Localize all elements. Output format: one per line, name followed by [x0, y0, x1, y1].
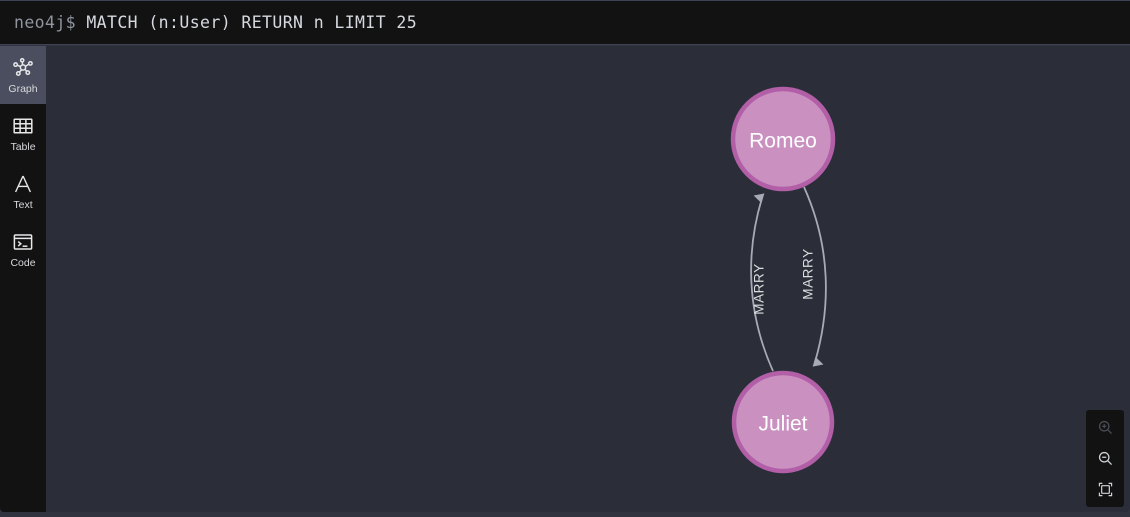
sidebar-item-text[interactable]: Text — [0, 162, 46, 220]
sidebar-item-code[interactable]: Code — [0, 220, 46, 278]
text-icon — [11, 172, 35, 196]
fit-to-screen-button[interactable] — [1086, 474, 1124, 505]
code-icon — [11, 230, 35, 254]
sidebar-item-text-label: Text — [13, 198, 33, 211]
fit-to-screen-icon — [1097, 481, 1114, 498]
relationship-marry-juliet-to-romeo[interactable]: MARRY — [750, 193, 774, 372]
zoom-out-icon — [1097, 450, 1114, 467]
sidebar-item-code-label: Code — [10, 256, 36, 269]
relationship-line — [750, 193, 774, 372]
relationship-label: MARRY — [801, 248, 816, 300]
sidebar-item-table[interactable]: Table — [0, 104, 46, 162]
node-circle — [731, 370, 835, 474]
graph-node-juliet[interactable]: Juliet — [731, 370, 835, 474]
graph-icon — [11, 56, 35, 80]
query-bar[interactable]: neo4j$ MATCH (n:User) RETURN n LIMIT 25 — [0, 0, 1130, 45]
relationship-marry-romeo-to-juliet[interactable]: MARRY — [801, 186, 827, 367]
view-mode-sidebar: Graph Table Te — [0, 46, 46, 512]
sidebar-item-graph[interactable]: Graph — [0, 46, 46, 104]
zoom-out-button[interactable] — [1086, 443, 1124, 474]
graph-node-romeo[interactable]: Romeo — [730, 86, 836, 192]
relationship-line — [803, 186, 827, 367]
query-statement: MATCH (n:User) RETURN n LIMIT 25 — [76, 13, 418, 32]
zoom-in-button[interactable] — [1086, 412, 1124, 443]
query-prompt: neo4j$ — [14, 13, 77, 32]
zoom-in-icon — [1097, 419, 1114, 436]
graph-svg: MARRY MARRY Romeo Juliet — [730, 86, 836, 474]
query-text: neo4j$ MATCH (n:User) RETURN n LIMIT 25 — [0, 13, 417, 32]
sidebar-item-table-label: Table — [10, 140, 36, 153]
node-circle — [730, 86, 836, 192]
table-icon — [11, 114, 35, 138]
zoom-controls-panel — [1086, 410, 1124, 507]
sidebar-item-graph-label: Graph — [8, 82, 38, 95]
graph-canvas[interactable]: MARRY MARRY Romeo Juliet — [46, 46, 1130, 512]
